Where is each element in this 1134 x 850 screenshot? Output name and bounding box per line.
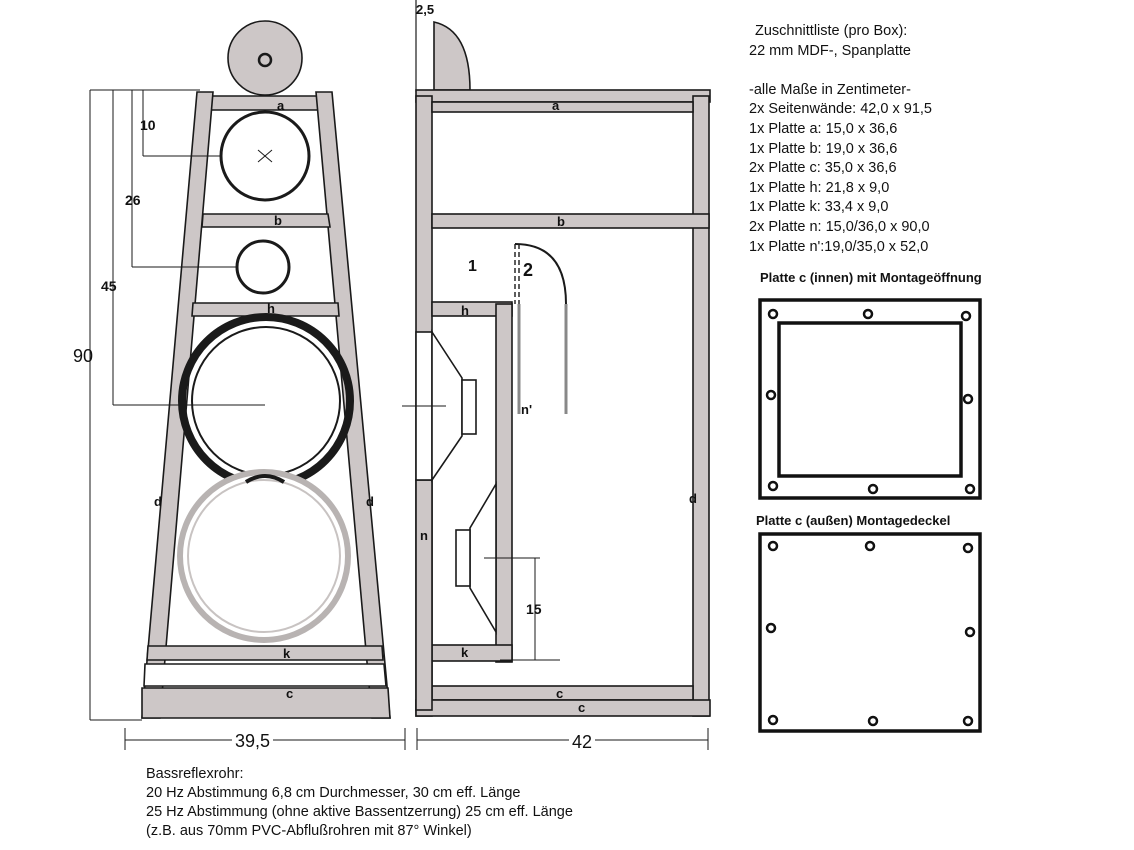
side-label-b: b xyxy=(557,214,565,229)
side-back-wall xyxy=(692,95,710,717)
side-driver-upper xyxy=(431,329,463,483)
side-label-a: a xyxy=(552,98,560,113)
cut-list-item: 2x Seitenwände: 42,0 x 91,5 xyxy=(749,101,932,118)
side-dimensions xyxy=(402,405,709,750)
panel-c-inner-holes xyxy=(765,308,976,495)
front-label-d-left: d xyxy=(154,494,162,509)
side-board-c-lower xyxy=(415,699,711,717)
side-label-k: k xyxy=(461,645,469,660)
notes-line: (z.B. aus 70mm PVC-Abflußrohren mit 87° … xyxy=(146,823,472,839)
front-dim-width: 39,5 xyxy=(232,731,274,752)
panel-inner-title: Platte c (innen) mit Montageöffnung xyxy=(760,270,982,285)
side-panel-n xyxy=(415,479,433,711)
side-dim-15: 15 xyxy=(526,601,542,617)
side-view xyxy=(415,0,711,717)
cut-list-note: -alle Maße in Zentimeter- xyxy=(749,81,911,98)
side-dim-depth: 42 xyxy=(569,732,596,753)
side-tweeter xyxy=(433,21,471,91)
panel-c-outer xyxy=(758,532,982,733)
front-label-d-right: d xyxy=(366,494,374,509)
bass-reflex-notes: Bassreflexrohr: 20 Hz Abstimmung 6,8 cm … xyxy=(146,765,573,841)
cut-list-item: 1x Platte n':19,0/35,0 x 52,0 xyxy=(749,238,929,255)
front-board-a xyxy=(209,95,323,111)
cut-list-item: 1x Platte h: 21,8 x 9,0 xyxy=(749,179,890,196)
front-label-k: k xyxy=(283,646,291,661)
cut-list-item: 1x Platte b: 19,0 x 36,6 xyxy=(749,140,898,157)
front-dim-10: 10 xyxy=(140,117,156,133)
front-dim-90: 90 xyxy=(73,346,94,366)
side-board-a xyxy=(431,101,694,113)
front-woofer-lower-inner xyxy=(187,479,341,633)
front-dim-26: 26 xyxy=(125,192,141,208)
front-tweeter xyxy=(227,20,303,96)
side-label-d: d xyxy=(689,491,697,506)
front-dim-45: 45 xyxy=(101,278,117,294)
panel-c-outer-holes xyxy=(765,540,976,727)
front-woofer-upper xyxy=(178,313,354,489)
side-label-h: h xyxy=(461,303,469,318)
front-board-c-lower xyxy=(141,687,391,719)
front-woofer-joint xyxy=(244,474,286,484)
panel-c-inner xyxy=(758,298,982,500)
cut-list-item: 2x Platte c: 35,0 x 36,6 xyxy=(749,160,897,177)
front-woofer-upper-inner xyxy=(191,326,341,476)
notes-line: 25 Hz Abstimmung (ohne aktive Bassentzer… xyxy=(146,804,573,820)
front-board-c-upper xyxy=(143,663,387,687)
side-board-b xyxy=(431,213,710,229)
front-view xyxy=(141,20,391,719)
cut-list-title: Zuschnittliste (pro Box): xyxy=(755,23,908,39)
side-label-n: n xyxy=(420,528,428,543)
side-label-c: c xyxy=(556,686,564,701)
side-label-c2: c xyxy=(578,700,586,715)
cut-list-material: 22 mm MDF-, Spanplatte xyxy=(749,42,911,59)
front-board-b xyxy=(201,213,331,228)
side-dim-top: 2,5 xyxy=(416,2,435,17)
front-woofer-lower xyxy=(177,469,351,643)
cut-list-item: 1x Platte a: 15,0 x 36,6 xyxy=(749,120,898,137)
side-label-1: 1 xyxy=(468,258,477,275)
side-reflex-pipe xyxy=(514,243,567,305)
front-board-k xyxy=(146,645,384,661)
side-board-top xyxy=(415,89,711,103)
side-label-n-prime: n' xyxy=(521,402,533,417)
front-label-c: c xyxy=(286,686,294,701)
front-tweeter-center xyxy=(257,52,273,68)
cut-list: Zuschnittliste (pro Box): 22 mm MDF-, Sp… xyxy=(749,22,932,257)
side-board-k xyxy=(431,644,513,662)
side-panel-n-prime xyxy=(495,303,513,663)
notes-title: Bassreflexrohr: xyxy=(146,766,244,782)
front-small-driver xyxy=(235,239,291,295)
side-driver-lower xyxy=(469,481,497,635)
notes-line: 20 Hz Abstimmung 6,8 cm Durchmesser, 30 … xyxy=(146,785,521,801)
panel-outer-title: Platte c (außen) Montagedeckel xyxy=(756,513,951,528)
front-board-h xyxy=(191,302,340,317)
cut-list-item: 1x Platte k: 33,4 x 9,0 xyxy=(749,199,889,216)
front-label-a: a xyxy=(277,98,285,113)
side-label-2: 2 xyxy=(523,260,534,280)
front-label-h: h xyxy=(267,301,275,316)
cut-list-item: 2x Platte n: 15,0/36,0 x 90,0 xyxy=(749,218,930,235)
front-label-b: b xyxy=(274,213,282,228)
